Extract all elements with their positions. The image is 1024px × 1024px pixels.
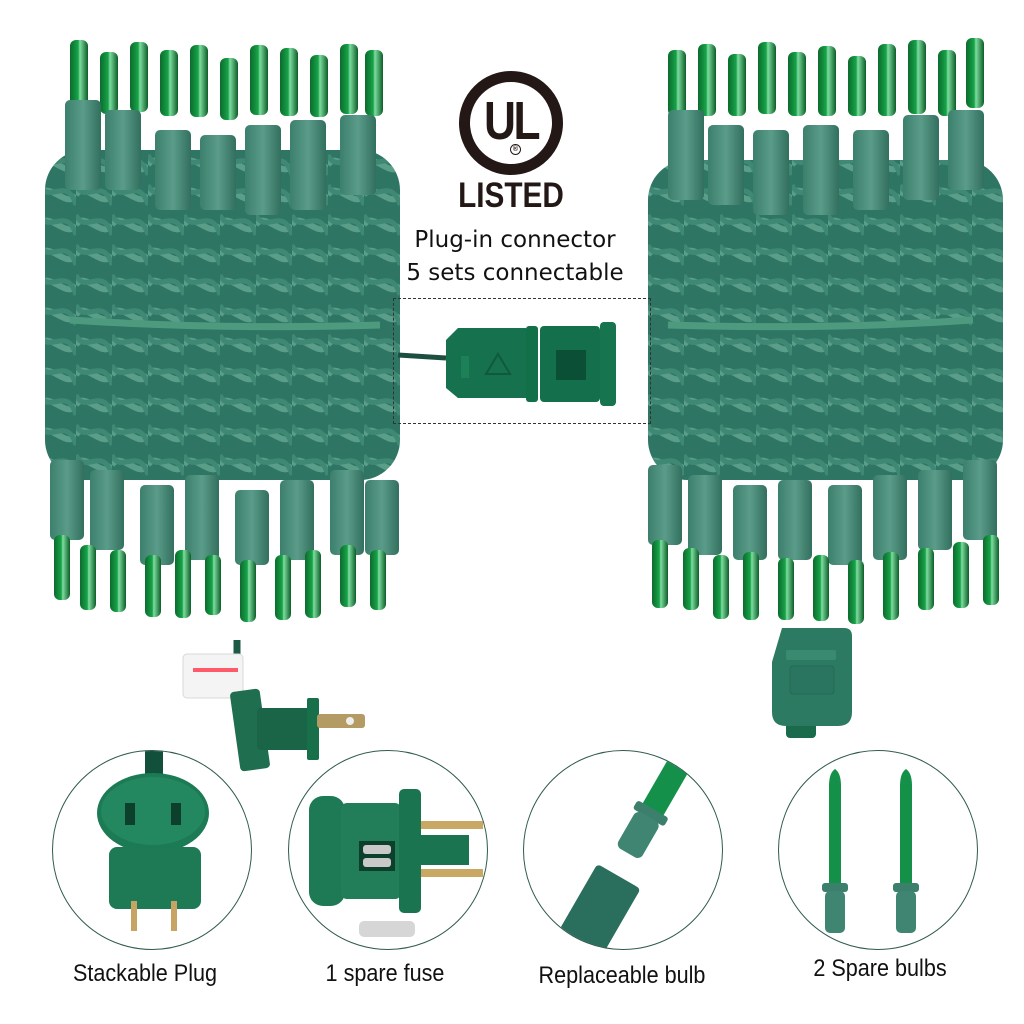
ul-listed-label: LISTED [458,176,564,215]
feature-replaceable-bulb-image [523,750,723,950]
top-bulbs [70,40,383,120]
feature-stackable-plug-label: Stackable Plug [72,960,218,987]
spare-bulbs-icon [822,769,919,933]
replaceable-bulb-icon [548,751,697,949]
connector-detail-box [393,298,651,424]
registered-mark-icon: ® [510,144,521,155]
female-end-connector [768,622,858,746]
feature-spare-bulbs-label: 2 Spare bulbs [813,955,947,982]
right-light-string-bundle [648,30,1008,630]
connector-caption-line1: Plug-in connector [414,227,616,253]
connector-caption-line2: 5 sets connectable [406,260,624,286]
feature-spare-fuse-image [288,750,488,950]
feature-stackable-plug-image [52,750,252,950]
feature-spare-fuse-label: 1 spare fuse [325,960,445,987]
left-light-string-bundle [40,30,405,630]
ul-certification-logo: UL ® [459,71,563,175]
feature-spare-bulbs-image [778,750,978,950]
spare-fuse-icon [359,921,415,937]
ul-logo-letters: UL [483,91,541,151]
feature-replaceable-bulb-label: Replaceable bulb [538,962,706,989]
stackable-plug-icon [97,751,209,931]
plug-in-connector [397,310,648,419]
fuse-plug-icon [309,789,483,937]
male-end-plug [175,640,375,779]
connector-caption: Plug-in connector 5 sets connectable [370,224,660,290]
